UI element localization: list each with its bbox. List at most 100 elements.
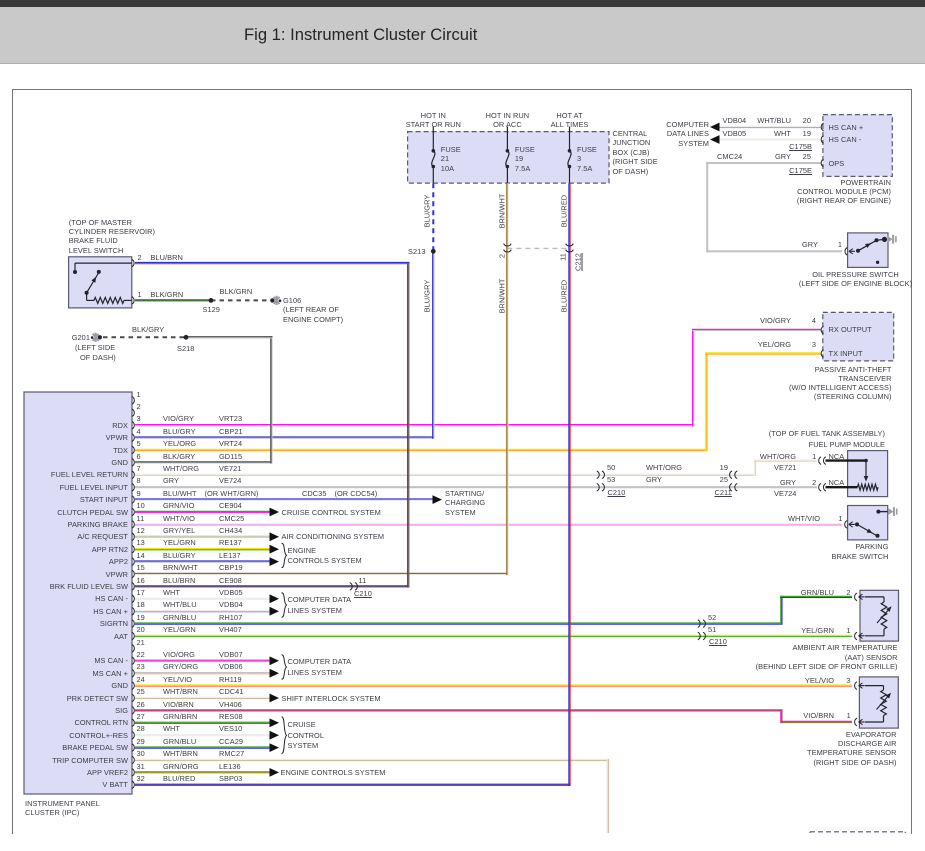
ipc-pin-label: CONTROL RTN [74, 718, 128, 728]
destination-arrow [269, 768, 279, 777]
ipc-pin-arc [131, 718, 135, 728]
oil-switch-entry [848, 248, 854, 252]
destination-arrow [269, 594, 279, 604]
ipc-pin-number: 2 [136, 401, 141, 411]
destination-arrow [432, 495, 442, 504]
circuit-code-label: RES08 [219, 711, 243, 721]
wire-color-label: GRY [646, 475, 663, 485]
ipc-pin-arc [131, 755, 135, 765]
pcm-pin-label: HS CAN + [828, 122, 864, 132]
evaporator-sensor-box [858, 676, 899, 729]
ipc-pin-number: 9 [136, 488, 141, 498]
cjb-name: BOX (CJB) [612, 147, 650, 157]
connector-label: C211 [714, 488, 732, 498]
oil-switch-blade-arrow [865, 243, 871, 248]
component-name: TEMPERATURE SENSOR [807, 748, 897, 758]
connector-arc [601, 470, 605, 480]
ipc-pin-number: 25 [136, 687, 145, 697]
ipc-pin-number: 10 [136, 501, 145, 511]
ipc-pin-label: APP RTN2 [91, 544, 128, 554]
wire-color-label: YEL/ORG [757, 339, 791, 349]
wire-color-label: BLU/BRN [150, 252, 183, 262]
ground-g201-diag2 [91, 333, 100, 342]
destination-label: CRUISE CONTROL SYSTEM [281, 507, 381, 517]
wire-color-label: BLU/RED [559, 194, 568, 228]
connector-pin-number: 2 [846, 587, 851, 597]
ipc-pin-label: MS CAN - [94, 656, 128, 666]
circuit-code-label: CDC35 [302, 488, 327, 498]
ipc-pin-number: 7 [136, 463, 141, 473]
component-name: OIL PRESSURE SWITCH [812, 269, 899, 279]
component-name: (W/O INTELLIGENT ACCESS) [789, 383, 892, 393]
wire-color-label: GRN/BLU [800, 587, 834, 597]
wire-color-label: GRN/BLU [163, 736, 197, 746]
circuit-code-label: CBP21 [219, 426, 243, 436]
evap-thermistor [879, 689, 888, 717]
ipc-pin-number: 31 [136, 761, 145, 771]
wire-color-label: WHT/ORG [759, 451, 796, 461]
bfs-resistor [93, 295, 125, 305]
pcm-pin-arc [820, 122, 824, 132]
component-name: PASSIVE ANTI-THEFT [814, 364, 892, 374]
bfs-pin-arc [131, 258, 135, 268]
connector-arc [596, 470, 600, 480]
pcm-pin-arc [820, 135, 824, 144]
nca-label: NCA [828, 478, 845, 488]
connector-pin-number: 19 [719, 462, 728, 472]
connector-arc [818, 456, 822, 465]
ipc-pin-label: APP VREF2 [87, 767, 128, 777]
wire-color-label: WHT/BRN [163, 749, 198, 759]
connector-pin-number: 2 [812, 478, 817, 488]
circuit-code-label: GD115 [219, 451, 243, 461]
transceiver-pin-label: TX INPUT [828, 348, 863, 358]
ipc-pin-arc [131, 631, 135, 641]
ipc-pin-arc [131, 606, 135, 616]
fuel-pump-arrow [863, 476, 869, 482]
figure-title-bar: Fig 1: Instrument Cluster Circuit [0, 7, 925, 64]
fuse-label: 7.5A [577, 163, 593, 173]
destination-arrow [269, 557, 279, 566]
connector-label: C175E [789, 166, 812, 176]
destination-label: CRUISE [287, 720, 316, 730]
circuit-code-label: VDB04 [722, 116, 747, 126]
wire-color-label: GRY [801, 240, 818, 250]
pcm-pin-label: HS CAN - [828, 135, 862, 144]
aat-entry [858, 632, 863, 637]
power-feed-label: OR ACC [493, 120, 522, 130]
ipc-pin-label: PRK DETECT SW [66, 693, 128, 703]
ipc-pin-label: GND [111, 681, 128, 691]
wire-color-label: WHT/BLU [163, 600, 197, 610]
ipc-pin-number: 12 [136, 525, 145, 535]
ipc-pin-arc [131, 470, 135, 480]
wire-color-label: WHT [163, 587, 180, 597]
connector-arc [729, 470, 733, 480]
fuse-label: 10A [440, 163, 455, 173]
circuit-code-label: VDB04 [219, 600, 243, 610]
splice-s129 [208, 298, 214, 303]
circuit-code-label: CH434 [219, 525, 243, 535]
splice-label: S129 [202, 305, 220, 315]
connector-pin-number: 1 [837, 240, 842, 250]
connector-pin-number: 25 [719, 475, 728, 485]
wire-color-label: BLK/GRN [150, 289, 184, 299]
circuit-code-label: VE724 [219, 476, 242, 486]
component-name: (STEERING COLUMN) [813, 392, 892, 402]
ipc-pin-label: MS CAN + [92, 668, 128, 678]
ipc-pin-arc [131, 693, 135, 703]
circuit-code-label: VDB05 [722, 128, 747, 138]
aat-entry [858, 635, 863, 639]
ipc-pin-arc [131, 408, 135, 418]
wire-color-label: YEL/ORG [163, 439, 197, 449]
destination-arrow [269, 532, 279, 542]
ground-loc: OF DASH) [80, 352, 116, 362]
power-feed-label: HOT IN [420, 110, 446, 120]
destination-label: LINES SYSTEM [287, 605, 342, 615]
ipc-pin-arc [131, 619, 135, 628]
wire-color-label: BLK/GRY [163, 451, 196, 461]
cjb-name: CENTRAL [612, 128, 648, 138]
destination-arrow [269, 656, 279, 666]
circuit-code-label: VDB06 [219, 662, 243, 672]
ipc-pin-label: AAT [114, 631, 128, 641]
wire-color-label: VIO/BRN [803, 710, 834, 720]
fuse-label: 19 [514, 154, 524, 164]
